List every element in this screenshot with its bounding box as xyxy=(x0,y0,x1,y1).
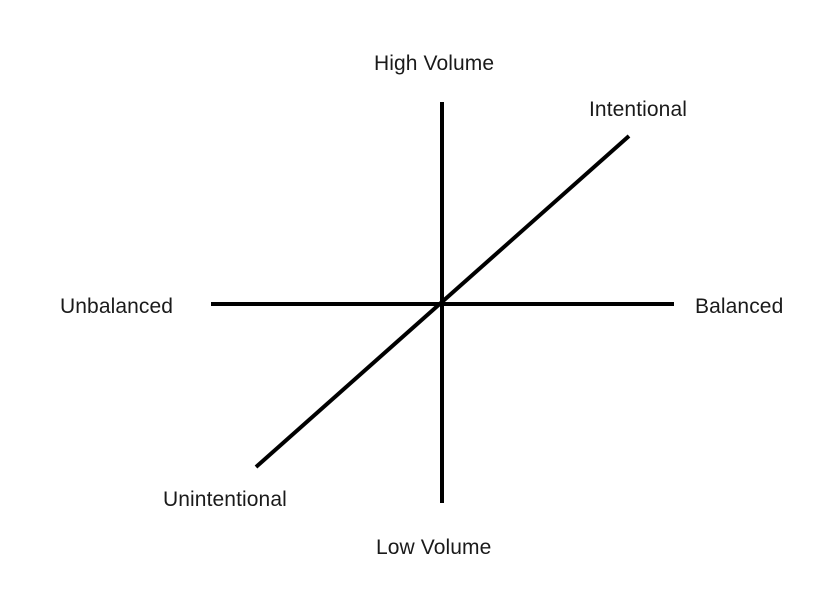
label-balanced: Balanced xyxy=(695,295,784,318)
label-low-volume: Low Volume xyxy=(376,536,492,559)
label-high-volume: High Volume xyxy=(374,52,495,75)
label-unintentional: Unintentional xyxy=(163,488,287,511)
label-unbalanced: Unbalanced xyxy=(60,295,174,318)
diagonal-axis-line xyxy=(254,134,631,469)
label-intentional: Intentional xyxy=(589,98,688,121)
